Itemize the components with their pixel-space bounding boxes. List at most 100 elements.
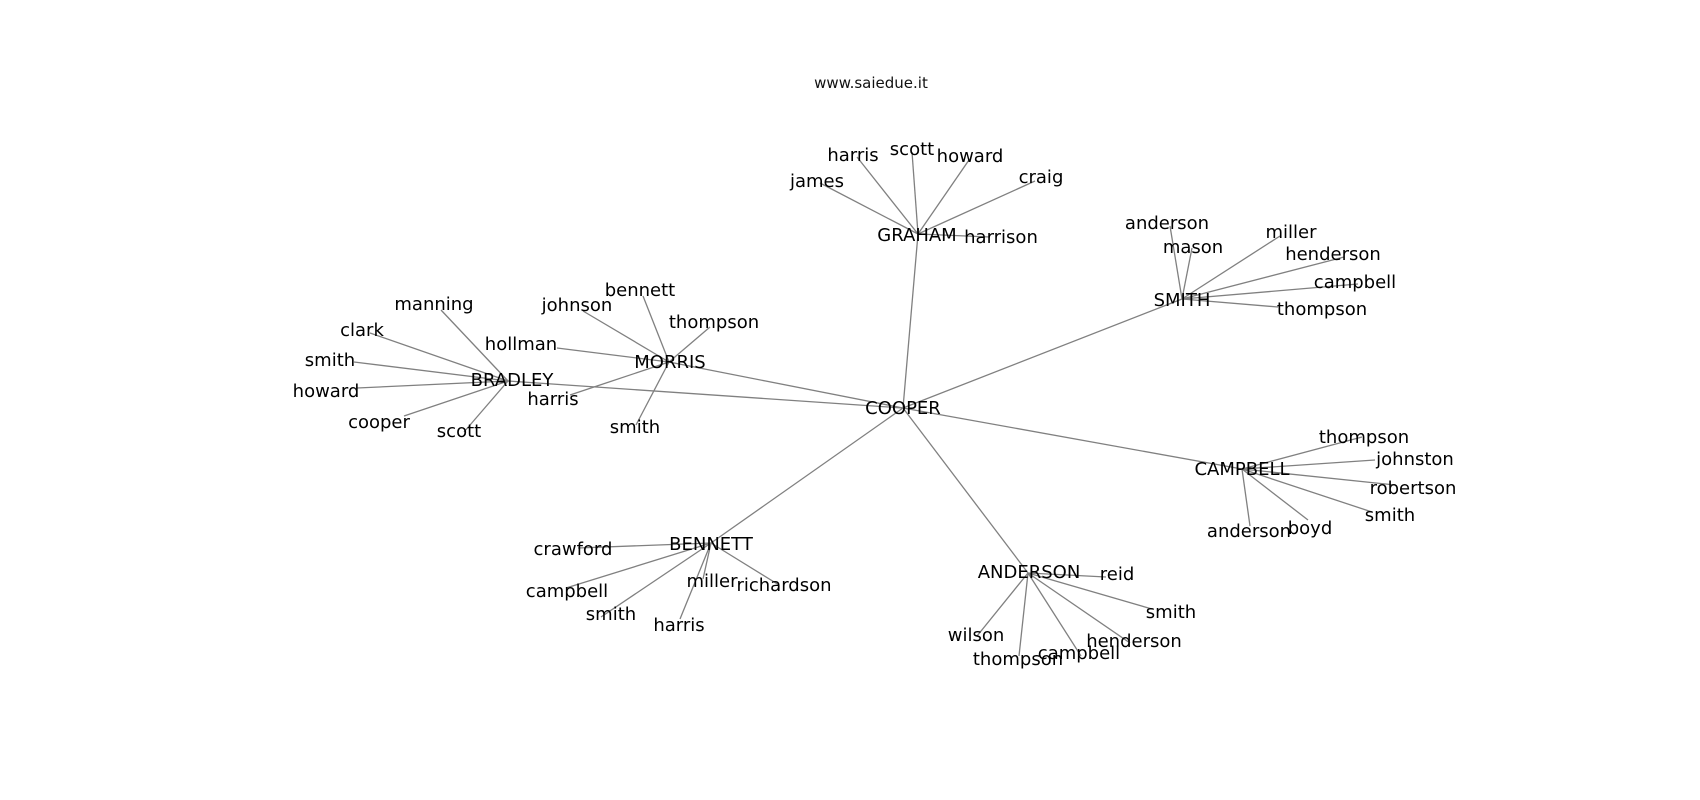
node-leaf-smith-mason: mason xyxy=(1163,237,1223,258)
edge-anderson-wilson xyxy=(976,572,1029,637)
node-leaf-campbell-robertson: robertson xyxy=(1370,478,1457,499)
edge-campbell-robertson xyxy=(1241,468,1396,486)
node-leaf-smith-campbell: campbell xyxy=(1314,272,1396,293)
edge-graham-craig xyxy=(917,180,1036,235)
node-leaf-bennett-crawford: crawford xyxy=(534,539,613,560)
edges-layer xyxy=(353,151,1396,657)
edge-bennett-campbell xyxy=(565,542,712,589)
edge-smith-henderson xyxy=(1181,256,1345,300)
edge-bradley-howard xyxy=(356,380,509,389)
node-root: COOPER xyxy=(865,398,941,419)
node-leaf-bennett-smith: smith xyxy=(586,604,636,625)
site-label: www.saiedue.it xyxy=(814,74,928,92)
node-leaf-smith-miller: miller xyxy=(1265,222,1317,243)
node-leaf-bennett-campbell: campbell xyxy=(526,581,608,602)
node-leaf-bradley-howard: howard xyxy=(293,381,360,402)
node-leaf-anderson-henderson: henderson xyxy=(1086,631,1182,652)
edge-campbell-boyd xyxy=(1241,468,1309,521)
edge-bradley-clark xyxy=(369,332,509,382)
edge-root-anderson xyxy=(902,407,1029,574)
edge-bennett-harris xyxy=(679,542,712,620)
node-hub-morris: MORRIS xyxy=(634,352,705,373)
edge-morris-johnson xyxy=(582,310,670,363)
node-leaf-morris-bennett: bennett xyxy=(605,280,676,301)
node-leaf-graham-harrison: harrison xyxy=(964,227,1038,248)
node-leaf-bradley-cooper: cooper xyxy=(348,412,410,433)
edge-bennett-richardson xyxy=(710,542,780,586)
edge-campbell-johnston xyxy=(1241,459,1376,470)
node-leaf-smith-anderson: anderson xyxy=(1125,213,1209,234)
node-hub-anderson: ANDERSON xyxy=(978,562,1081,583)
node-leaf-bradley-scott: scott xyxy=(437,421,481,442)
node-leaf-anderson-wilson: wilson xyxy=(948,625,1005,646)
edge-anderson-reid xyxy=(1027,572,1107,578)
node-leaf-campbell-smith: smith xyxy=(1365,505,1415,526)
edge-graham-scott xyxy=(911,151,919,235)
node-leaf-graham-james: james xyxy=(789,171,844,192)
edge-morris-thompson xyxy=(668,326,711,363)
edge-campbell-smith xyxy=(1241,468,1373,513)
edge-bradley-smith xyxy=(353,361,509,382)
edge-root-bennett xyxy=(710,407,904,544)
edge-root-morris xyxy=(668,361,904,409)
edge-bradley-scott xyxy=(463,380,509,433)
node-leaf-graham-howard: howard xyxy=(937,146,1004,167)
node-hub-bennett: BENNETT xyxy=(669,534,754,555)
edge-campbell-thompson xyxy=(1241,436,1363,470)
edge-anderson-smith xyxy=(1027,572,1153,610)
node-leaf-bennett-miller: miller xyxy=(686,571,738,592)
edge-smith-mason xyxy=(1181,247,1193,300)
edge-campbell-anderson xyxy=(1241,468,1251,527)
edge-root-graham xyxy=(902,233,919,409)
node-leaf-morris-thompson: thompson xyxy=(669,312,759,333)
edge-bradley-cooper xyxy=(403,380,509,417)
node-leaf-bradley-clark: clark xyxy=(340,320,384,341)
node-leaf-smith-thompson: thompson xyxy=(1277,299,1367,320)
node-hub-graham: GRAHAM xyxy=(877,225,956,246)
edge-smith-anderson xyxy=(1169,225,1183,300)
node-leaf-morris-smith: smith xyxy=(610,417,660,438)
node-leaf-anderson-smith: smith xyxy=(1146,602,1196,623)
node-leaf-anderson-thompson: thompson xyxy=(973,649,1063,670)
edge-morris-bennett xyxy=(642,295,670,363)
node-leaf-anderson-reid: reid xyxy=(1100,564,1135,585)
edge-anderson-campbell xyxy=(1027,572,1082,657)
edge-bradley-manning xyxy=(440,309,509,382)
edge-bennett-crawford xyxy=(577,542,712,549)
edge-root-campbell xyxy=(902,407,1243,470)
node-hub-smith: SMITH xyxy=(1154,290,1211,311)
edge-anderson-thompson xyxy=(1018,572,1029,657)
edge-smith-miller xyxy=(1181,235,1281,300)
node-leaf-campbell-thompson: thompson xyxy=(1319,427,1409,448)
node-leaf-bennett-harris: harris xyxy=(653,615,704,636)
node-leaf-campbell-boyd: boyd xyxy=(1288,518,1333,539)
node-leaf-graham-harris: harris xyxy=(827,145,878,166)
node-leaf-morris-johnson: johnson xyxy=(541,295,613,316)
node-leaf-smith-henderson: henderson xyxy=(1285,244,1381,265)
edge-morris-hollman xyxy=(556,347,670,363)
edge-graham-harris xyxy=(856,156,919,235)
node-leaf-anderson-campbell: campbell xyxy=(1038,643,1120,664)
edge-morris-smith xyxy=(635,361,670,426)
edge-root-smith xyxy=(902,298,1183,409)
edge-smith-campbell xyxy=(1181,283,1359,300)
node-leaf-graham-scott: scott xyxy=(890,139,934,160)
edge-morris-harris xyxy=(569,361,670,396)
node-leaf-bradley-smith: smith xyxy=(305,350,355,371)
edge-bennett-miller xyxy=(702,542,712,580)
edge-graham-james xyxy=(819,182,919,235)
edge-smith-thompson xyxy=(1181,298,1279,308)
node-hub-campbell: CAMPBELL xyxy=(1194,459,1289,480)
node-leaf-campbell-anderson: anderson xyxy=(1207,521,1291,542)
node-leaf-campbell-johnston: johnston xyxy=(1375,449,1454,470)
node-leaf-morris-hollman: hollman xyxy=(485,334,557,355)
node-leaf-morris-harris: harris xyxy=(527,389,578,410)
node-hub-bradley: BRADLEY xyxy=(471,370,555,391)
edge-bennett-smith xyxy=(600,542,712,618)
node-leaf-graham-craig: craig xyxy=(1019,167,1064,188)
edge-anderson-henderson xyxy=(1027,572,1131,644)
edge-graham-harrison xyxy=(917,233,991,238)
edge-graham-howard xyxy=(917,159,970,235)
